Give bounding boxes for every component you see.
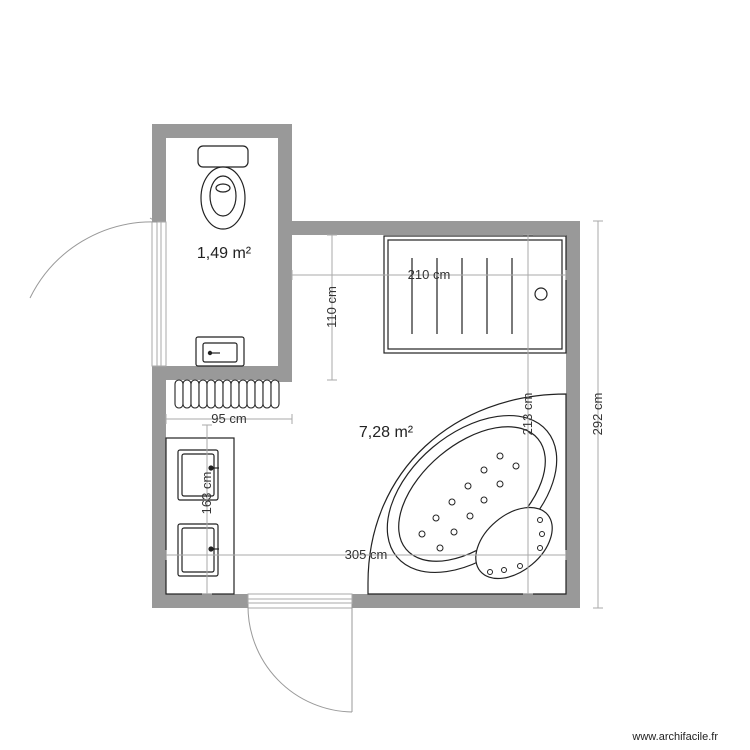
bath-door bbox=[247, 593, 353, 713]
wc-door-frame bbox=[151, 221, 167, 367]
bath-right-wall bbox=[566, 221, 580, 608]
bathtub-seat bbox=[475, 506, 553, 580]
bath-bottom-wall-right bbox=[352, 594, 580, 608]
wc-left-wall-upper bbox=[152, 124, 166, 222]
shower-tray bbox=[383, 235, 567, 354]
toilet-seat-opening bbox=[209, 175, 237, 217]
walls bbox=[152, 124, 580, 608]
partition-wall bbox=[152, 366, 292, 380]
shower-width-label: 210 cm bbox=[408, 267, 451, 282]
dimension-lines bbox=[165, 220, 603, 609]
credit-text: www.archifacile.fr bbox=[631, 731, 718, 743]
bathroom-area-label: 7,28 m² bbox=[359, 424, 414, 441]
wc-right-wall bbox=[278, 124, 292, 382]
bath-top-wall bbox=[278, 221, 580, 235]
wc-door-swing bbox=[29, 221, 158, 299]
room-depth-label: 292 cm bbox=[590, 393, 605, 436]
wc-hand-basin bbox=[195, 336, 245, 367]
wc-top-wall bbox=[152, 124, 292, 138]
left-wall-lower bbox=[152, 366, 166, 608]
bath-door-frame bbox=[247, 593, 353, 609]
bathtub-depth-label: 213 cm bbox=[520, 393, 535, 436]
toilet-tank bbox=[197, 145, 249, 168]
wc-area-label: 1,49 m² bbox=[197, 245, 252, 262]
wc-door bbox=[29, 217, 167, 367]
corner-bathtub bbox=[367, 393, 567, 595]
wc-depth-label: 110 cm bbox=[324, 286, 339, 328]
room-width-label: 305 cm bbox=[345, 547, 388, 562]
toilet bbox=[197, 145, 249, 230]
vanity-length-label: 163 cm bbox=[199, 472, 214, 515]
double-vanity bbox=[165, 437, 235, 595]
bathtub-jets bbox=[418, 452, 545, 575]
radiator-width-label: 95 cm bbox=[211, 411, 246, 426]
shower-drain-icon bbox=[534, 287, 548, 301]
bath-bottom-wall-left bbox=[152, 594, 248, 608]
radiator bbox=[174, 379, 280, 409]
bath-door-swing bbox=[247, 603, 353, 713]
